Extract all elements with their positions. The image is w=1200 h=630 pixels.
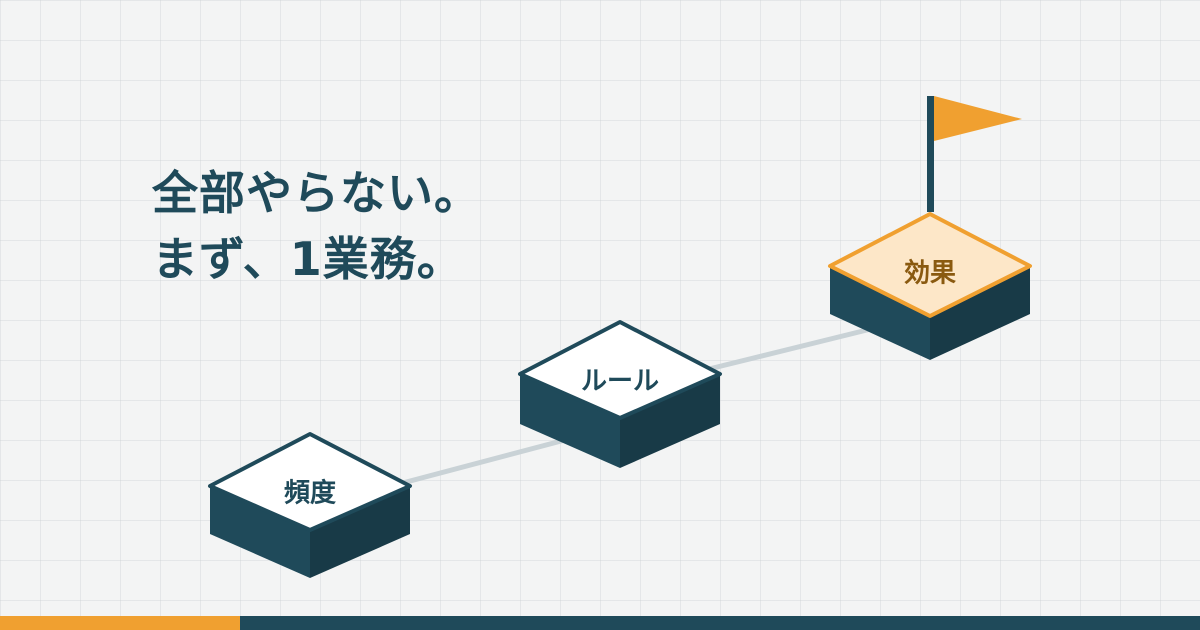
step-1-right-face — [310, 486, 410, 578]
step-block-2: ルール — [518, 320, 722, 468]
step-block-3: 効果 — [828, 212, 1032, 360]
flag-pole — [927, 96, 934, 212]
step-2-right-face — [620, 374, 720, 468]
step-block-1: 頻度 — [208, 432, 412, 578]
step-3-left-face — [830, 266, 930, 360]
step-1-top-face — [208, 432, 412, 532]
connector-1-2 — [392, 437, 568, 488]
step-2-left-face — [520, 374, 620, 468]
step-1-label: 頻度 — [284, 478, 336, 509]
bottom-bar-accent — [0, 616, 240, 630]
step-3-top-face — [828, 212, 1032, 318]
headline-line-1: 全部やらない。 — [152, 166, 481, 220]
bottom-bar-main — [240, 616, 1200, 630]
bottom-bar — [0, 616, 1200, 630]
step-2-label: ルール — [581, 367, 659, 397]
step-3-label: 効果 — [904, 258, 956, 289]
flag-icon — [927, 96, 1022, 212]
step-2-top-face — [518, 320, 722, 420]
connector-2-3 — [702, 325, 878, 373]
headline: 全部やらない。 まず、1業務。 — [152, 160, 481, 292]
flag-cloth — [934, 96, 1022, 141]
headline-line-2: まず、1業務。 — [152, 232, 464, 286]
step-3-right-face — [930, 266, 1030, 360]
step-1-left-face — [210, 486, 310, 578]
